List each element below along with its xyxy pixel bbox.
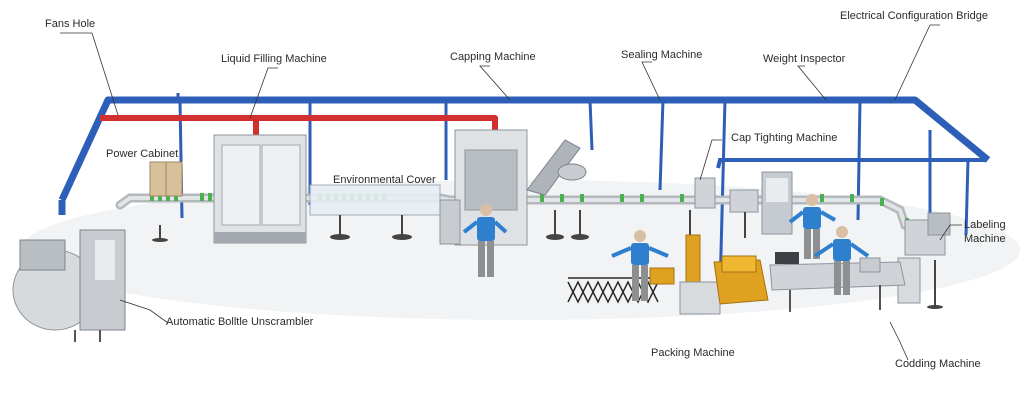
worker-capping: [462, 204, 508, 277]
environmental-cover: [309, 184, 441, 240]
label-sealing-machine: Sealing Machine: [621, 49, 703, 61]
label-fans-hole: Fans Hole: [45, 18, 96, 30]
label-codding-machine: Codding Machine: [895, 358, 981, 370]
label-power-cabinet: Power Cabinet: [106, 148, 179, 160]
codding-machine: [897, 257, 943, 309]
electrical-bridge: [58, 96, 991, 215]
bridge-front-frame: [716, 158, 985, 169]
label-environmental-cover: Environmental Cover: [333, 174, 436, 186]
liquid-filling-machine: [152, 134, 307, 244]
labeling-machine: [904, 212, 951, 256]
label-capping-machine: Capping Machine: [450, 51, 536, 63]
capping-machine: [439, 129, 589, 246]
label-automatic-bottle-unscrambler: Automatic Bolltle Unscrambler: [166, 316, 314, 328]
leader-lines: [60, 24, 962, 361]
weight-inspector: [761, 171, 793, 235]
label-weight-inspector: Weight Inspector: [763, 53, 846, 65]
bottle-unscrambler: [12, 229, 126, 342]
label-packing-machine: Packing Machine: [651, 347, 735, 359]
worker-inspector: [788, 194, 836, 259]
label-liquid-filling-machine: Liquid Filling Machine: [221, 53, 327, 65]
cap-tighting-machine: [689, 177, 759, 250]
label-labeling-machine: Labeling Machine: [964, 219, 1006, 245]
worker-packing: [611, 230, 669, 301]
main-conveyor: [115, 193, 935, 235]
power-cabinet: [149, 161, 183, 197]
label-cap-tighting-machine: Cap Tighting Machine: [731, 132, 838, 144]
label-electrical-configuration-bridge: Electrical Configuration Bridge: [840, 10, 988, 22]
worker-conveyor: [813, 226, 870, 295]
